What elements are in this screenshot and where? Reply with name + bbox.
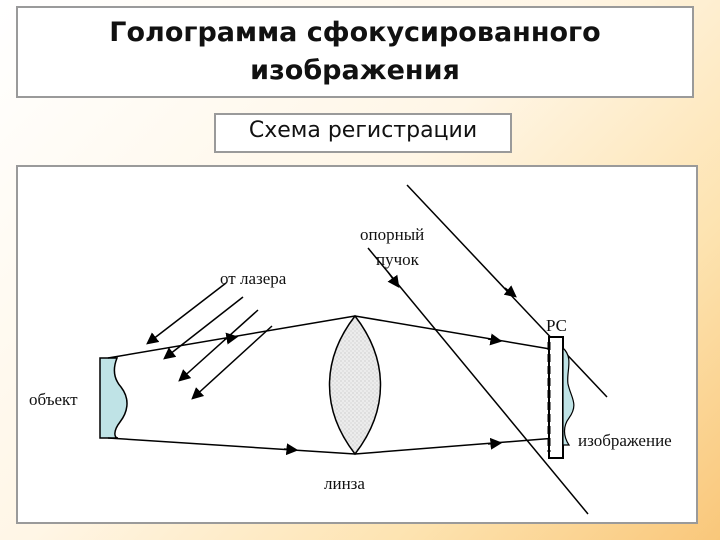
slide-title: Голограмма сфокусированного изображения bbox=[109, 17, 601, 86]
ray-bottom-to-plate bbox=[354, 437, 557, 455]
reference-beam-line-upper bbox=[406, 184, 608, 398]
image-shape bbox=[562, 346, 575, 446]
label-reference-beam-line1: опорный bbox=[360, 225, 424, 244]
label-image: изображение bbox=[578, 431, 672, 450]
ray-arrow-top-right bbox=[487, 333, 503, 346]
reference-beam-line-lower bbox=[367, 247, 589, 515]
ray-top-to-plate bbox=[354, 315, 557, 351]
object-shape bbox=[99, 357, 128, 439]
label-recording-medium: РС bbox=[546, 316, 567, 335]
laser-beam-arrow-2 bbox=[163, 296, 244, 360]
laser-beam-arrow-3 bbox=[178, 309, 259, 382]
label-lens: линза bbox=[324, 474, 365, 493]
slide-subtitle: Схема регистрации bbox=[248, 117, 478, 143]
label-from-laser: от лазера bbox=[220, 269, 287, 288]
ray-arrow-bottom-right bbox=[487, 437, 503, 450]
recording-medium-plate bbox=[548, 336, 564, 459]
laser-beam-arrow-1 bbox=[146, 282, 227, 345]
subtitle-box: Схема регистрации bbox=[214, 113, 512, 153]
lens-shape bbox=[328, 314, 382, 456]
reference-beam-arrow-1 bbox=[503, 285, 517, 298]
reference-beam-arrow-2 bbox=[387, 271, 400, 288]
label-object: объект bbox=[29, 390, 78, 409]
ray-arrow-top-left bbox=[223, 332, 239, 345]
laser-beam-arrow-4 bbox=[191, 325, 273, 400]
label-reference-beam-line2: пучок bbox=[376, 250, 420, 269]
ray-arrow-bottom-left bbox=[283, 443, 299, 456]
title-box: Голограмма сфокусированного изображения bbox=[16, 6, 694, 98]
ray-bottom-to-lens bbox=[107, 437, 356, 455]
